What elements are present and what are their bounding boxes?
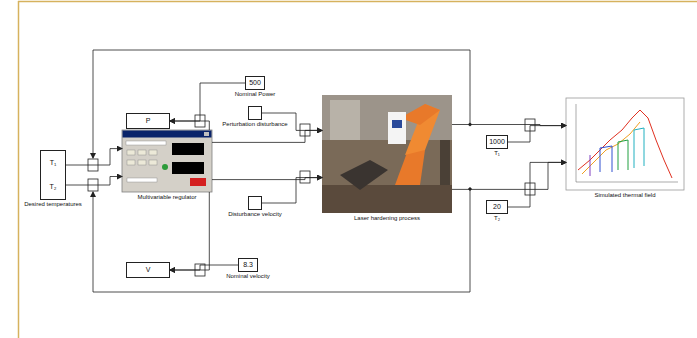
block-body: 500 (246, 77, 264, 89)
block-label: T₁ (493, 150, 501, 157)
constant-block: 8.3Nominal velocity (238, 258, 258, 272)
block-value: 500 (249, 79, 261, 87)
regulator-gui (138, 150, 146, 155)
regulator-gui (122, 130, 212, 192)
scope-plot (578, 110, 672, 178)
block-value: 8.3 (243, 261, 253, 269)
process-photo (330, 100, 360, 140)
block-body: P (127, 114, 169, 128)
signal-wire (170, 265, 238, 270)
block-label: Nominal velocity (225, 273, 271, 280)
constant-block: 1000T₁ (486, 135, 508, 149)
constant-block: 500Nominal Power (245, 76, 265, 90)
sum-block (300, 171, 310, 183)
block-value: P (146, 117, 151, 125)
constant-block: 20T₂ (486, 200, 508, 214)
process-photo (322, 185, 452, 213)
block-body: 8.3 (239, 259, 257, 271)
scope-plot (634, 128, 644, 168)
regulator-gui (127, 178, 157, 182)
scope-block: Simulated thermal field (566, 98, 684, 190)
signal-wire (452, 162, 566, 189)
signal-wire (66, 149, 122, 165)
block-body: 1000 (487, 136, 507, 148)
block-body (566, 98, 684, 190)
regulator-gui (190, 178, 206, 186)
block-value: T₂ (50, 183, 57, 191)
scope-plot (576, 182, 678, 183)
regulator-gui (127, 150, 135, 155)
scope-plot (590, 155, 591, 176)
page-frame (18, 1, 697, 3)
signal-wire (170, 83, 245, 121)
process-photo (440, 140, 450, 185)
block-body: V (127, 263, 169, 277)
feedback-wire (93, 50, 470, 158)
block-body (249, 197, 261, 209)
block-body: 20 (487, 201, 507, 213)
block-label: Multivariable regulator (136, 194, 197, 201)
scope-plot (566, 98, 684, 190)
block-value: 20 (493, 203, 501, 211)
regulator-gui (149, 150, 157, 155)
process-photo (322, 95, 452, 213)
source-block: T₁T₂Desired temperatures (40, 150, 66, 200)
signal-wire (170, 192, 209, 270)
scope-plot (582, 122, 640, 174)
page-frame (18, 1, 697, 338)
regulator-gui (126, 141, 166, 145)
block-body (322, 95, 452, 213)
feedback-wire (93, 50, 471, 292)
process-photo (322, 95, 452, 213)
scope-plot (618, 140, 628, 170)
signal-wire (508, 126, 566, 142)
regulator-gui (172, 143, 204, 155)
step-block: Disturbance velocity (248, 196, 262, 210)
regulator-gui (172, 162, 204, 174)
block-label: Laser hardening process (353, 215, 421, 222)
signal-wire (170, 121, 209, 130)
block-label: T₂ (493, 215, 501, 222)
scope-plot (600, 146, 612, 172)
block-value: T₁ (50, 159, 57, 167)
scope-plot (566, 98, 684, 190)
block-body (122, 130, 212, 192)
process-photo (340, 160, 388, 190)
signal-wire (66, 177, 122, 186)
process-photo (392, 120, 402, 128)
regulator-gui (123, 131, 212, 138)
block-body (249, 107, 261, 119)
page-frame (18, 1, 20, 338)
block-label: Disturbance velocity (227, 211, 283, 218)
block-body: T₁ T₂ (41, 151, 65, 199)
regulator-block: Multivariable regulator (122, 130, 212, 192)
regulator-gui (127, 160, 135, 165)
process-photo (388, 112, 406, 144)
display-block: V (126, 262, 170, 278)
process-block: Laser hardening process (322, 95, 452, 213)
scope-plot (576, 104, 577, 182)
signal-wire (508, 162, 566, 207)
block-label: Nominal Power (234, 91, 277, 98)
process-photo (395, 150, 425, 185)
sum-block (88, 115, 535, 276)
block-label: Perturbation disturbance (221, 121, 288, 128)
display-block: P (126, 113, 170, 129)
signal-wire (212, 130, 322, 142)
regulator-gui (162, 164, 168, 170)
regulator-gui (138, 160, 146, 165)
regulator-gui (149, 160, 157, 165)
block-value: 1000 (489, 138, 505, 146)
block-value: V (146, 266, 151, 274)
step-block: Perturbation disturbance (248, 106, 262, 120)
signal-wire (262, 178, 322, 203)
block-label: Simulated thermal field (593, 192, 656, 199)
regulator-gui (204, 132, 209, 136)
regulator-gui (122, 130, 212, 192)
block-label: Desired temperatures (23, 201, 83, 208)
